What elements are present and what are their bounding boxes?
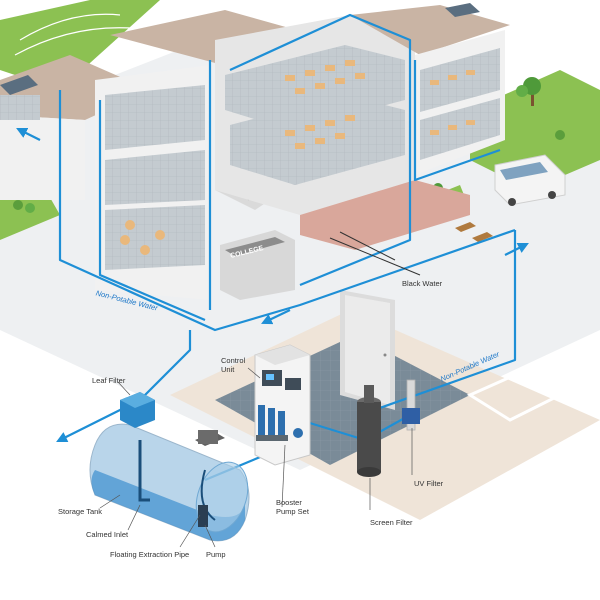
pipe-overflow (56, 404, 131, 442)
pipe-arrow-mid (261, 309, 291, 325)
solar-panels (0, 3, 480, 95)
pipe-downpipe-to-filter (139, 330, 192, 401)
manhole (195, 430, 225, 446)
pump-label: Pump (206, 550, 226, 559)
leader-lines (99, 367, 413, 548)
leaf-filter-label: Leaf Filter (92, 376, 126, 385)
desks-lower (285, 115, 355, 149)
floating-extraction-pipe-label: Floating Extraction Pipe (110, 550, 190, 559)
buildings (0, 3, 566, 410)
screen-filter-label: Screen Filter (370, 518, 413, 527)
pipe-right-riser (413, 60, 501, 182)
uv-filter-unit (402, 379, 420, 431)
calmed-inlet-pipe (138, 440, 150, 502)
uv-filter-label: UV Filter (414, 479, 444, 488)
pipe-top-left-arrow (16, 128, 41, 141)
pipe-arrow-right (504, 243, 529, 256)
storage-tank-label: Storage Tank (58, 507, 103, 516)
pipe-classroom-loop (229, 13, 412, 287)
door-frame (340, 290, 395, 410)
control-unit-label: Control Unit (221, 356, 246, 374)
benches (455, 222, 493, 242)
black-water-pipes (329, 231, 421, 276)
desks-right (430, 70, 475, 135)
road-outline-right (466, 353, 600, 422)
tank-pump (198, 505, 208, 527)
booster-pump-set (256, 405, 303, 441)
right-building-roof (350, 5, 510, 55)
minibus (494, 154, 566, 206)
floating-extraction-pipe (200, 469, 216, 521)
calmed-inlet-label: Calmed Inlet (86, 530, 129, 539)
canteen-tables (120, 220, 165, 255)
screen-filter-unit (357, 385, 381, 477)
booster-pump-set-label: Booster Pump Set (276, 498, 309, 516)
tree (516, 77, 541, 106)
black-water-label: Black Water (402, 279, 443, 288)
pipe-non-potable-left (58, 90, 516, 332)
leaf-filter-unit (120, 392, 155, 428)
pipe-roof-collector (98, 100, 206, 322)
storage-tank (89, 423, 250, 542)
desks-upper (285, 60, 365, 94)
